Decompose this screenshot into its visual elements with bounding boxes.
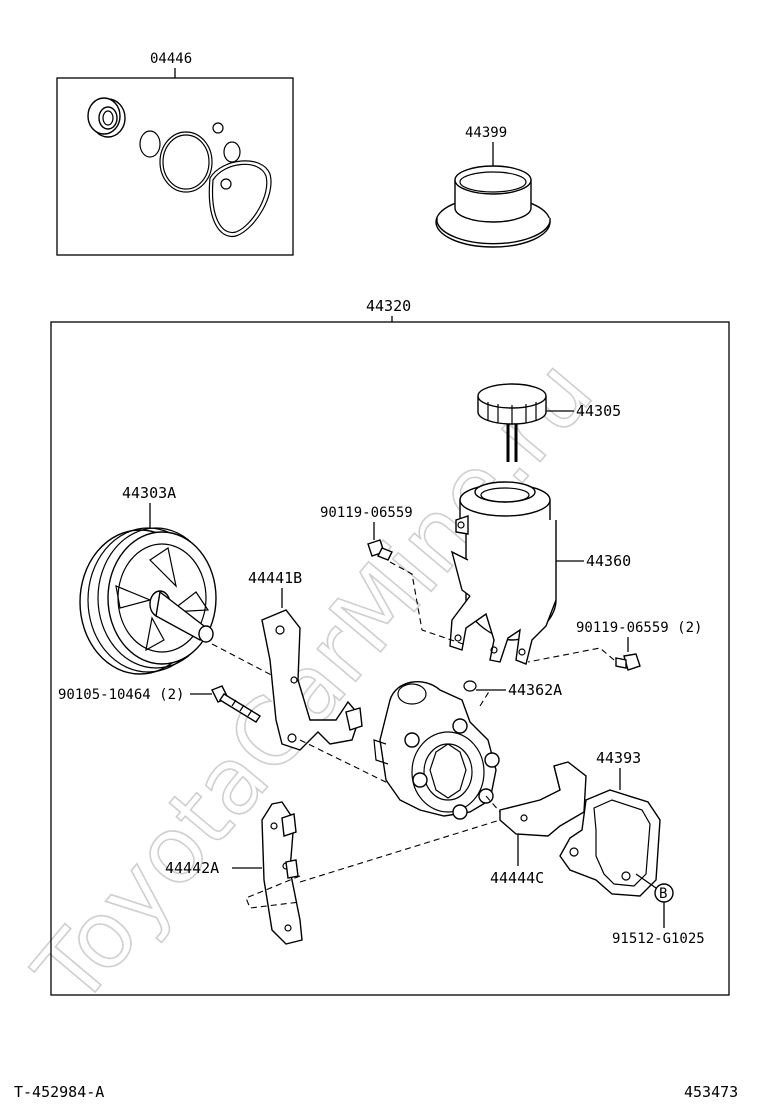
gasket-icon xyxy=(208,160,272,238)
bracket-b-group: 44441B xyxy=(248,569,403,791)
label-bolt-right[interactable]: 90119-06559 (2) xyxy=(576,620,702,636)
dash-bracket-a-2 xyxy=(299,819,501,883)
label-bracket-b[interactable]: 44441B xyxy=(248,569,302,587)
screw-group: B 91512-G1025 xyxy=(612,873,705,947)
label-oring[interactable]: 44362A xyxy=(508,681,562,699)
label-kit[interactable]: 04446 xyxy=(150,51,192,67)
cover-cap-icon xyxy=(435,165,551,248)
dash-pump-c xyxy=(485,795,501,813)
label-pulley[interactable]: 44303A xyxy=(122,484,176,502)
bracket-a-icon xyxy=(261,801,303,945)
label-gasket[interactable]: 44393 xyxy=(596,749,641,767)
large-o-ring-icon xyxy=(159,131,213,193)
dash-bracket-a-1 xyxy=(245,875,301,909)
assembly-box xyxy=(50,321,730,996)
bracket-b-icon xyxy=(261,609,363,751)
dash-bolt-right xyxy=(527,647,615,663)
cover-group: 44399 xyxy=(435,125,551,248)
pump-body-icon xyxy=(373,681,500,820)
pulley-icon xyxy=(79,527,217,675)
reservoir-group: 44360 xyxy=(449,481,631,665)
o-ring-icon xyxy=(463,680,477,692)
ref-b-label: B xyxy=(659,886,667,902)
tiny-o-ring-icon xyxy=(212,122,224,134)
oil-seal-icon xyxy=(87,97,126,138)
bolt-left-icon xyxy=(211,685,261,723)
label-bracket-c[interactable]: 44444C xyxy=(490,869,544,887)
bracket-c-icon xyxy=(499,761,587,837)
bracket-c-group: 44444C xyxy=(490,761,587,887)
seal-kit-group: 04446 xyxy=(56,51,294,256)
gasket-group: 44393 xyxy=(559,749,661,897)
footer-left-code: T-452984-A xyxy=(14,1083,104,1101)
label-screw[interactable]: 91512-G1025 xyxy=(612,931,705,947)
bolt-right-group: 90119-06559 (2) xyxy=(527,620,702,671)
dash-bracket-b xyxy=(299,739,403,791)
medium-o-ring-icon xyxy=(223,141,241,163)
bracket-a-group: 44442A xyxy=(165,801,501,945)
label-cap[interactable]: 44305 xyxy=(576,402,621,420)
bolt-right-icon xyxy=(615,653,641,671)
oring-group: 44362A xyxy=(463,680,562,699)
bolt-top-group: 90119-06559 xyxy=(320,505,467,646)
label-cover[interactable]: 44399 xyxy=(465,125,507,141)
bolt-left-group: 90105-10464 (2) xyxy=(58,685,261,723)
label-reservoir[interactable]: 44360 xyxy=(586,552,631,570)
reservoir-tank-icon xyxy=(449,481,557,665)
label-bolt-left[interactable]: 90105-10464 (2) xyxy=(58,687,184,703)
label-bracket-a[interactable]: 44442A xyxy=(165,859,219,877)
label-bolt-top[interactable]: 90119-06559 xyxy=(320,505,413,521)
footer-right-code: 453473 xyxy=(684,1083,738,1101)
kit-box xyxy=(56,77,294,256)
cap-group: 44305 xyxy=(477,383,621,462)
label-assembly[interactable]: 44320 xyxy=(366,297,411,315)
gasket-plate-icon xyxy=(559,789,661,897)
small-o-ring-icon xyxy=(139,130,161,158)
pulley-group: 44303A xyxy=(79,484,301,691)
dash-bolt-top xyxy=(389,561,467,646)
reservoir-cap-icon xyxy=(477,383,547,462)
bolt-top-icon xyxy=(367,539,393,561)
dash-pump-oring xyxy=(479,689,491,707)
